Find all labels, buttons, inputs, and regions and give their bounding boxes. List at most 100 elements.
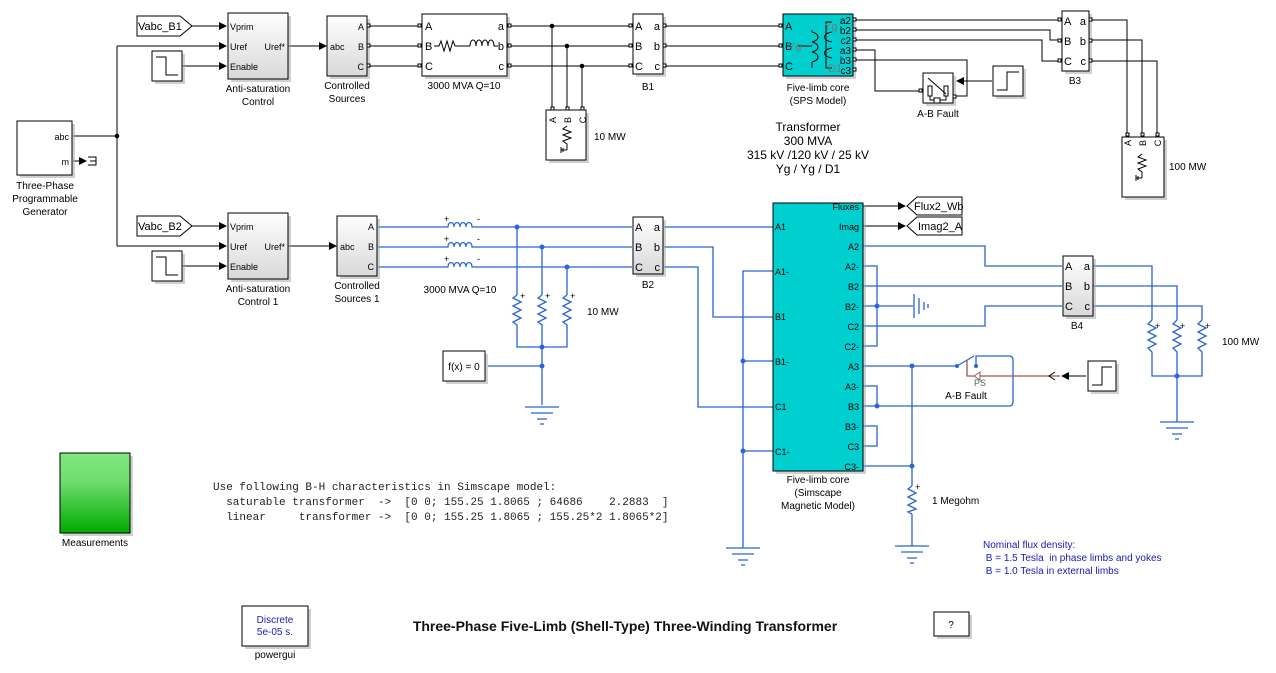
goto-tag-imag2-a[interactable]: Imag2_A (906, 216, 963, 236)
svg-text:a2: a2 (840, 16, 852, 27)
svg-text:saturable transformer -> [0: saturable transformer -> [0 0; 155.25 1.… (213, 497, 668, 509)
resistor-1-megohm[interactable]: + 1 Megohm (906, 482, 979, 515)
svg-text:a: a (498, 21, 505, 33)
svg-text:Vprim: Vprim (230, 222, 254, 232)
from-tag-vabc-b1[interactable]: Vabc_B1 (136, 15, 193, 37)
port-label: C1 (775, 402, 787, 412)
port-label: B1 (775, 312, 786, 322)
port-label: B3 (848, 402, 859, 412)
bus-b1[interactable]: A B C a b c B1 (628, 13, 667, 93)
help-button[interactable]: ? (933, 611, 972, 639)
svg-text:Control 1: Control 1 (238, 297, 279, 308)
svg-text:C: C (1065, 301, 1073, 313)
svg-text:D1: D1 (828, 63, 842, 75)
measurements-subsystem[interactable]: Measurements (59, 452, 133, 549)
block-label: Generator (22, 207, 68, 218)
controlled-sources-block[interactable]: abc A B C Controlled Sources (324, 15, 371, 105)
svg-text:c: c (655, 61, 661, 73)
step-block-2[interactable] (992, 65, 1026, 99)
nominal-flux-note: Nominal flux density: B = 1.5 Tesla in p… (983, 540, 1162, 577)
step-block-4[interactable] (1087, 360, 1119, 394)
simscape-inductors[interactable]: + - + - + - 3000 MVA Q=10 (424, 214, 497, 296)
step-block-1[interactable] (151, 50, 185, 84)
inductor-icon (469, 39, 498, 47)
from-tag-vabc-b2[interactable]: Vabc_B2 (136, 215, 193, 237)
diagram-title: Three-Phase Five-Limb (Shell-Type) Three… (413, 618, 838, 634)
ab-fault-block-bottom[interactable]: PS A-B Fault (945, 378, 987, 402)
svg-text:C: C (1153, 139, 1163, 146)
controlled-sources-1-block[interactable]: abc A B C Controlled Sources 1 (334, 215, 380, 305)
svg-text:B = 1.0 Tesla in external limb: B = 1.0 Tesla in external limbs (983, 566, 1119, 577)
block-label: Programmable (12, 194, 78, 205)
svg-text:A: A (358, 22, 364, 32)
svg-text:c2: c2 (840, 36, 851, 47)
svg-text:linear transformer -> [0: linear transformer -> [0 0; 155.25 1.806… (213, 512, 668, 524)
wires-top (73, 19, 1158, 250)
port-label: B2- (845, 302, 859, 312)
svg-text:Uref: Uref (230, 42, 248, 52)
svg-text:Controlled: Controlled (334, 281, 380, 292)
bus-b3[interactable]: A B C a b c B3 (1057, 10, 1093, 87)
goto-tag-flux2-wb[interactable]: Flux2_Wb (906, 196, 964, 216)
svg-text:Sources 1: Sources 1 (334, 294, 379, 305)
svg-text:B: B (635, 41, 642, 53)
anti-saturation-control-1-block[interactable]: Vprim Uref Enable Uref* Anti-saturation … (226, 212, 291, 308)
port-label: C3 (847, 442, 859, 452)
svg-text:C: C (358, 62, 365, 72)
svg-text:c3: c3 (840, 66, 851, 77)
svg-text:+: + (1180, 321, 1185, 331)
svg-text:Enable: Enable (230, 62, 258, 72)
svg-text:B: B (1138, 140, 1148, 146)
port-label: A1- (775, 267, 789, 277)
svg-text:b: b (654, 242, 660, 254)
port-m: m (62, 157, 70, 167)
svg-text:Magnetic Model): Magnetic Model) (781, 501, 855, 512)
svg-text:3000 MVA Q=10: 3000 MVA Q=10 (424, 285, 497, 296)
svg-text:B: B (563, 117, 573, 123)
powergui-block[interactable]: Discrete 5e-05 s. powergui (241, 605, 311, 661)
svg-text:Vabc_B2: Vabc_B2 (138, 221, 182, 233)
load-10mw-block[interactable]: A B C 10 MW (545, 106, 626, 163)
svg-text:1 Megohm: 1 Megohm (932, 496, 979, 507)
resistor-icon (434, 39, 470, 53)
svg-text:Uref*: Uref* (264, 242, 285, 252)
three-phase-series-rl-block[interactable]: A B C a b c 3000 MVA Q=10 (417, 13, 512, 92)
svg-text:+: + (545, 291, 550, 301)
port-label: C2- (844, 342, 859, 352)
svg-text:b: b (654, 41, 660, 53)
step-block-3[interactable] (151, 250, 185, 284)
svg-text:A: A (425, 21, 433, 33)
solver-configuration-block[interactable]: f(x) = 0 (442, 350, 488, 384)
transformer-windings-icon: Yg Yg D1 (788, 21, 842, 75)
svg-text:Nominal flux density:: Nominal flux density: (983, 540, 1075, 551)
three-phase-programmable-generator[interactable]: abc m Three-Phase Programmable Generator (12, 120, 78, 218)
svg-text:Transformer: Transformer (776, 120, 841, 134)
anti-saturation-control-block[interactable]: Vprim Uref Enable Uref* Anti-saturation … (226, 12, 291, 108)
svg-text:Yg / Yg / D1: Yg / Yg / D1 (776, 162, 841, 176)
svg-text:B: B (785, 41, 792, 53)
simscape-resistors-100mw[interactable]: + + + 100 MW (1146, 319, 1260, 357)
svg-text:10 MW: 10 MW (587, 307, 619, 318)
step-icon (156, 256, 178, 276)
ab-fault-block-top[interactable]: A-B Fault (917, 72, 959, 120)
svg-text:Imag2_A: Imag2_A (918, 221, 963, 233)
terminator-icon[interactable] (88, 156, 97, 166)
svg-text:Yg: Yg (788, 41, 801, 53)
svg-text:Sources: Sources (329, 94, 366, 105)
svg-text:A-B Fault: A-B Fault (917, 109, 959, 120)
bus-b4[interactable]: A B C a b c B4 (1062, 255, 1096, 332)
port-label: B1- (775, 357, 789, 367)
svg-text:A: A (548, 117, 558, 123)
transformer-note: Transformer 300 MVA 315 kV /120 kV / 25 … (747, 120, 869, 176)
svg-text:c: c (499, 61, 505, 73)
load-100mw-block[interactable]: A B C 100 MW (1121, 132, 1207, 200)
svg-text:c: c (1081, 56, 1087, 68)
simscape-resistors-10mw[interactable]: + + + 10 MW (511, 291, 619, 328)
svg-text:a: a (654, 21, 661, 33)
bus-b2[interactable]: A B C a b c B2 (632, 216, 666, 291)
five-limb-core-sps-transformer[interactable]: A B C a2 b2 c2 a3 b3 c3 Yg Yg D1 Five-li… (778, 13, 857, 107)
svg-text:A: A (785, 21, 793, 33)
svg-text:a: a (1084, 261, 1091, 273)
